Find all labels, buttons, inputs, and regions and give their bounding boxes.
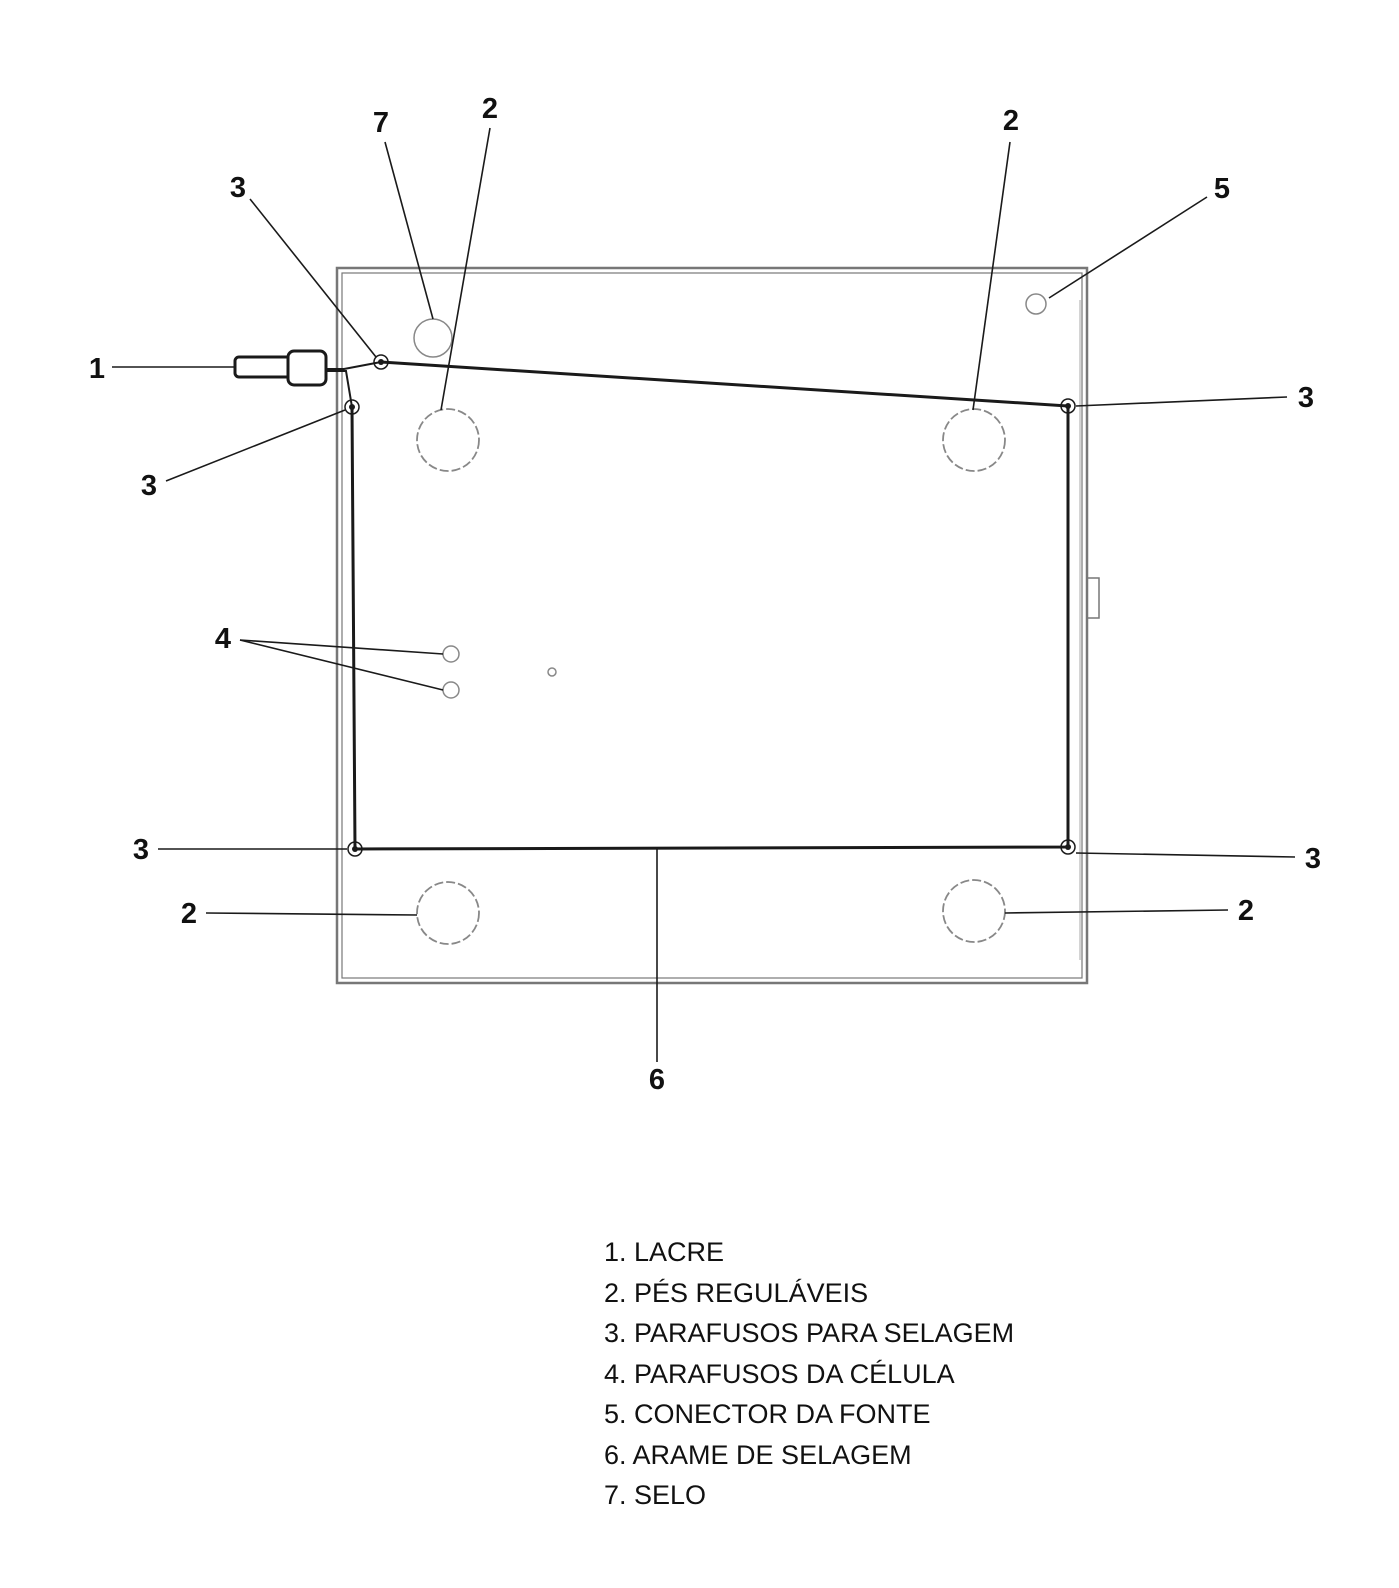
callout-4: 4 xyxy=(215,623,231,655)
leader-lines xyxy=(112,127,1296,1062)
legend-item-stamp: 7. SELO xyxy=(604,1480,707,1510)
seal-wire-branch-upper xyxy=(327,361,382,370)
callout-1: 1 xyxy=(89,353,105,385)
callout-2-bottom-left: 2 xyxy=(181,898,197,930)
leader-2-top-left xyxy=(440,127,491,411)
leader-5 xyxy=(1048,196,1208,299)
sealing-wire-path xyxy=(350,360,1070,851)
callout-3-top-left: 3 xyxy=(230,172,246,204)
callout-2-top-left: 2 xyxy=(482,93,498,125)
cell-screw-upper xyxy=(442,645,460,663)
leader-3-left xyxy=(165,409,346,482)
legend-item-power-connector: 5. CONECTOR DA FONTE xyxy=(604,1399,931,1429)
housing-inner-edge xyxy=(341,272,1083,979)
legend-item-sealing-wire: 6. ARAME DE SELAGEM xyxy=(604,1439,912,1470)
callout-2-top-right: 2 xyxy=(1003,105,1019,137)
stamp-circle xyxy=(413,318,453,358)
leader-3-top-right xyxy=(1075,396,1288,407)
leader-4-lower xyxy=(239,639,444,691)
housing-outer-edge xyxy=(335,266,1089,985)
foot-bottom-left xyxy=(416,881,480,945)
legend-item-sealing-screws: 3. PARAFUSOS PARA SELAGEM xyxy=(604,1318,1015,1348)
callout-numbers: 1 7 2 2 5 3 3 3 4 3 3 2 2 6 xyxy=(89,93,1321,1096)
leader-2-top-right xyxy=(972,141,1011,411)
leader-7 xyxy=(384,141,434,320)
callout-3-left: 3 xyxy=(141,470,157,502)
callout-3-bottom-right: 3 xyxy=(1305,843,1321,875)
callout-2-bottom-right: 2 xyxy=(1238,895,1254,927)
leader-4-upper xyxy=(239,639,444,655)
legend-list: 1. LACRE 2. PÉS REGULÁVEIS 3. PARAFUSOS … xyxy=(604,1232,1014,1516)
sealing-screw-bottom-left xyxy=(347,841,363,857)
callout-6: 6 xyxy=(649,1064,665,1096)
cell-screw-lower xyxy=(442,681,460,699)
leader-3-bottom-right xyxy=(1075,852,1296,858)
side-latch xyxy=(1086,577,1100,619)
adjustable-feet xyxy=(416,408,1006,945)
leader-2-bottom-right xyxy=(1004,909,1229,914)
cell-screws xyxy=(442,645,557,699)
scale-housing xyxy=(335,266,1100,985)
sealing-screw-bottom-right xyxy=(1060,839,1076,855)
callout-7: 7 xyxy=(373,107,389,139)
leader-3-top-left xyxy=(249,198,377,358)
foot-top-left xyxy=(416,408,480,472)
callout-5: 5 xyxy=(1214,173,1230,205)
seal-body-large xyxy=(286,349,328,387)
callout-3-bottom-left: 3 xyxy=(133,834,149,866)
seal-lead xyxy=(233,349,328,387)
foot-bottom-right xyxy=(942,879,1006,943)
center-small-hole xyxy=(547,667,557,677)
sealing-wire xyxy=(327,360,1070,851)
legend-item-feet: 2. PÉS REGULÁVEIS xyxy=(604,1277,869,1308)
callout-3-top-right: 3 xyxy=(1298,382,1314,414)
seal-wire-branch-lower xyxy=(327,370,353,408)
sealing-screw-top-right xyxy=(1060,398,1076,414)
sealing-screw-left xyxy=(344,399,360,415)
power-connector-hole xyxy=(1025,293,1047,315)
legend-item-cell-screws: 4. PARAFUSOS DA CÉLULA xyxy=(604,1358,955,1389)
leader-2-bottom-left xyxy=(205,912,418,916)
sealing-screws xyxy=(344,354,1076,857)
seal-body-small xyxy=(233,355,293,379)
foot-top-right xyxy=(942,408,1006,472)
sealing-screw-top-left xyxy=(373,354,389,370)
legend-item-seal: 1. LACRE xyxy=(604,1237,725,1267)
